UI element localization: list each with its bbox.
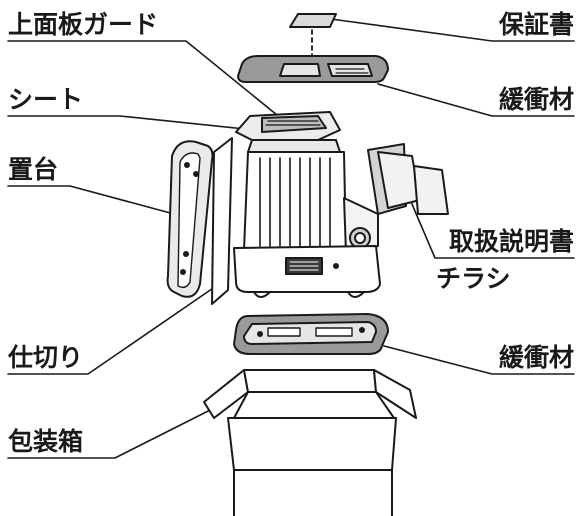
label-cushion-bottom: 緩衝材 bbox=[498, 343, 574, 372]
manual-and-flyer bbox=[367, 143, 449, 215]
packing-box bbox=[203, 369, 417, 516]
stand-panel bbox=[166, 140, 214, 298]
warranty-card bbox=[289, 13, 337, 56]
label-flyer: チラシ bbox=[436, 264, 511, 293]
label-cushion-top: 緩衝材 bbox=[498, 85, 574, 114]
leader-lines bbox=[7, 18, 575, 459]
divider-panel bbox=[211, 137, 233, 305]
label-top-panel-guard: 上面板ガード bbox=[8, 10, 159, 39]
label-warranty: 保証書 bbox=[498, 10, 574, 39]
label-manual: 取扱説明書 bbox=[448, 227, 574, 256]
label-stand: 置台 bbox=[8, 155, 59, 184]
heater-unit bbox=[233, 111, 381, 298]
bottom-cushion bbox=[233, 313, 389, 355]
label-packing-box: 包装箱 bbox=[8, 427, 84, 456]
top-cushion bbox=[237, 55, 389, 83]
top-panel-guard bbox=[261, 115, 327, 133]
label-sheet: シート bbox=[8, 85, 84, 114]
label-divider: 仕切り bbox=[8, 343, 84, 372]
